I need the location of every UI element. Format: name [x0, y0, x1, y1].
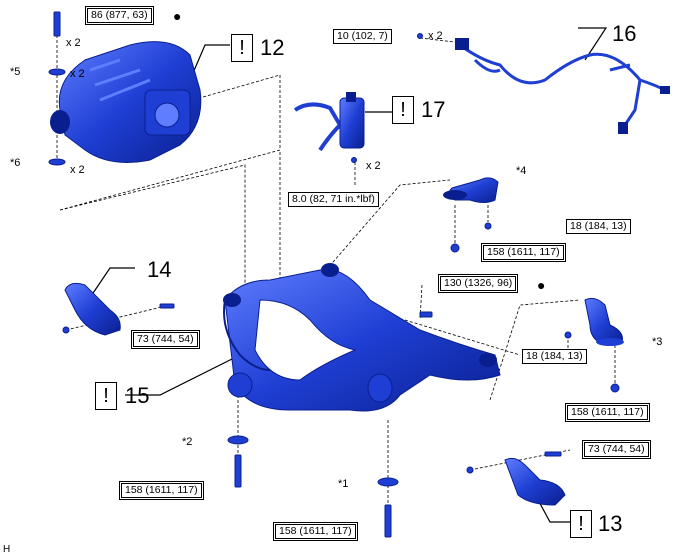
torque-value: 73 (744, 54) — [133, 332, 198, 347]
torque-spec-12: 158 (1611, 117) — [273, 522, 358, 541]
callout-15: 15 — [125, 383, 150, 408]
torque-value: 18 (184, 13) — [570, 220, 627, 232]
note-label-5: *5 — [10, 66, 21, 78]
quantity-label: x 2 — [70, 164, 85, 176]
note-label-2: *2 — [182, 436, 193, 448]
torque-value: 158 (1611, 117) — [483, 245, 564, 260]
warning-icon: ! — [570, 510, 592, 538]
lower-arm-right — [504, 457, 566, 506]
note-label-6: *6 — [10, 157, 21, 169]
torque-value: 130 (1326, 96) — [440, 276, 517, 291]
callout-17: 17 — [421, 97, 446, 122]
torque-spec-8: 18 (184, 13) — [522, 349, 587, 364]
torque-spec-1: 86 (877, 63) — [85, 6, 154, 25]
torque-spec-2: 10 (102, 7) — [333, 29, 392, 44]
torque-spec-6: 130 (1326, 96) — [438, 274, 519, 293]
upper-arm-right — [443, 177, 499, 203]
knuckle-right — [584, 297, 624, 346]
wire-harness — [455, 38, 670, 134]
torque-value: 10 (102, 7) — [337, 30, 388, 42]
lower-arm-left — [64, 282, 121, 336]
torque-spec-10: 73 (744, 54) — [582, 440, 651, 459]
callout-14: 14 — [147, 257, 172, 282]
torque-value: 18 (184, 13) — [526, 350, 583, 362]
callout-16: 16 — [612, 21, 637, 46]
quantity-label: x 2 — [66, 37, 81, 49]
torque-spec-4: 18 (184, 13) — [566, 219, 631, 234]
bullet-dot-icon: ● — [173, 8, 182, 24]
callout-13: 13 — [598, 511, 623, 536]
torque-spec-7: 73 (744, 54) — [131, 330, 200, 349]
figure-code: H — [3, 544, 11, 555]
torque-spec-3: 8.0 (82, 71 in.*lbf) — [288, 192, 379, 207]
bolts — [53, 11, 620, 538]
warning-icon: ! — [95, 382, 117, 410]
note-label-3: *3 — [652, 336, 663, 348]
callout-12: 12 — [260, 35, 285, 60]
torque-spec-5: 158 (1611, 117) — [481, 243, 566, 262]
warning-icon: ! — [231, 34, 253, 62]
bullet-dot-icon: ● — [537, 277, 546, 293]
suspension-member — [223, 263, 501, 412]
torque-spec-9: 158 (1611, 117) — [565, 403, 650, 422]
torque-value: 86 (877, 63) — [87, 8, 152, 23]
torque-value: 158 (1611, 117) — [121, 483, 202, 498]
washers — [48, 68, 399, 487]
warning-icon: ! — [392, 96, 414, 124]
quantity-label: x 2 — [70, 68, 85, 80]
rear-differential — [50, 41, 202, 163]
torque-value: 8.0 (82, 71 in.*lbf) — [292, 193, 375, 205]
torque-value: 73 (744, 54) — [584, 442, 649, 457]
torque-spec-11: 158 (1611, 117) — [119, 481, 204, 500]
sensor-bracket — [293, 92, 365, 152]
torque-value: 158 (1611, 117) — [567, 405, 648, 420]
note-label-1: *1 — [338, 478, 349, 490]
note-label-4: *4 — [516, 165, 527, 177]
quantity-label: x 2 — [366, 160, 381, 172]
quantity-label: x 2 — [428, 30, 443, 42]
torque-value: 158 (1611, 117) — [275, 524, 356, 539]
